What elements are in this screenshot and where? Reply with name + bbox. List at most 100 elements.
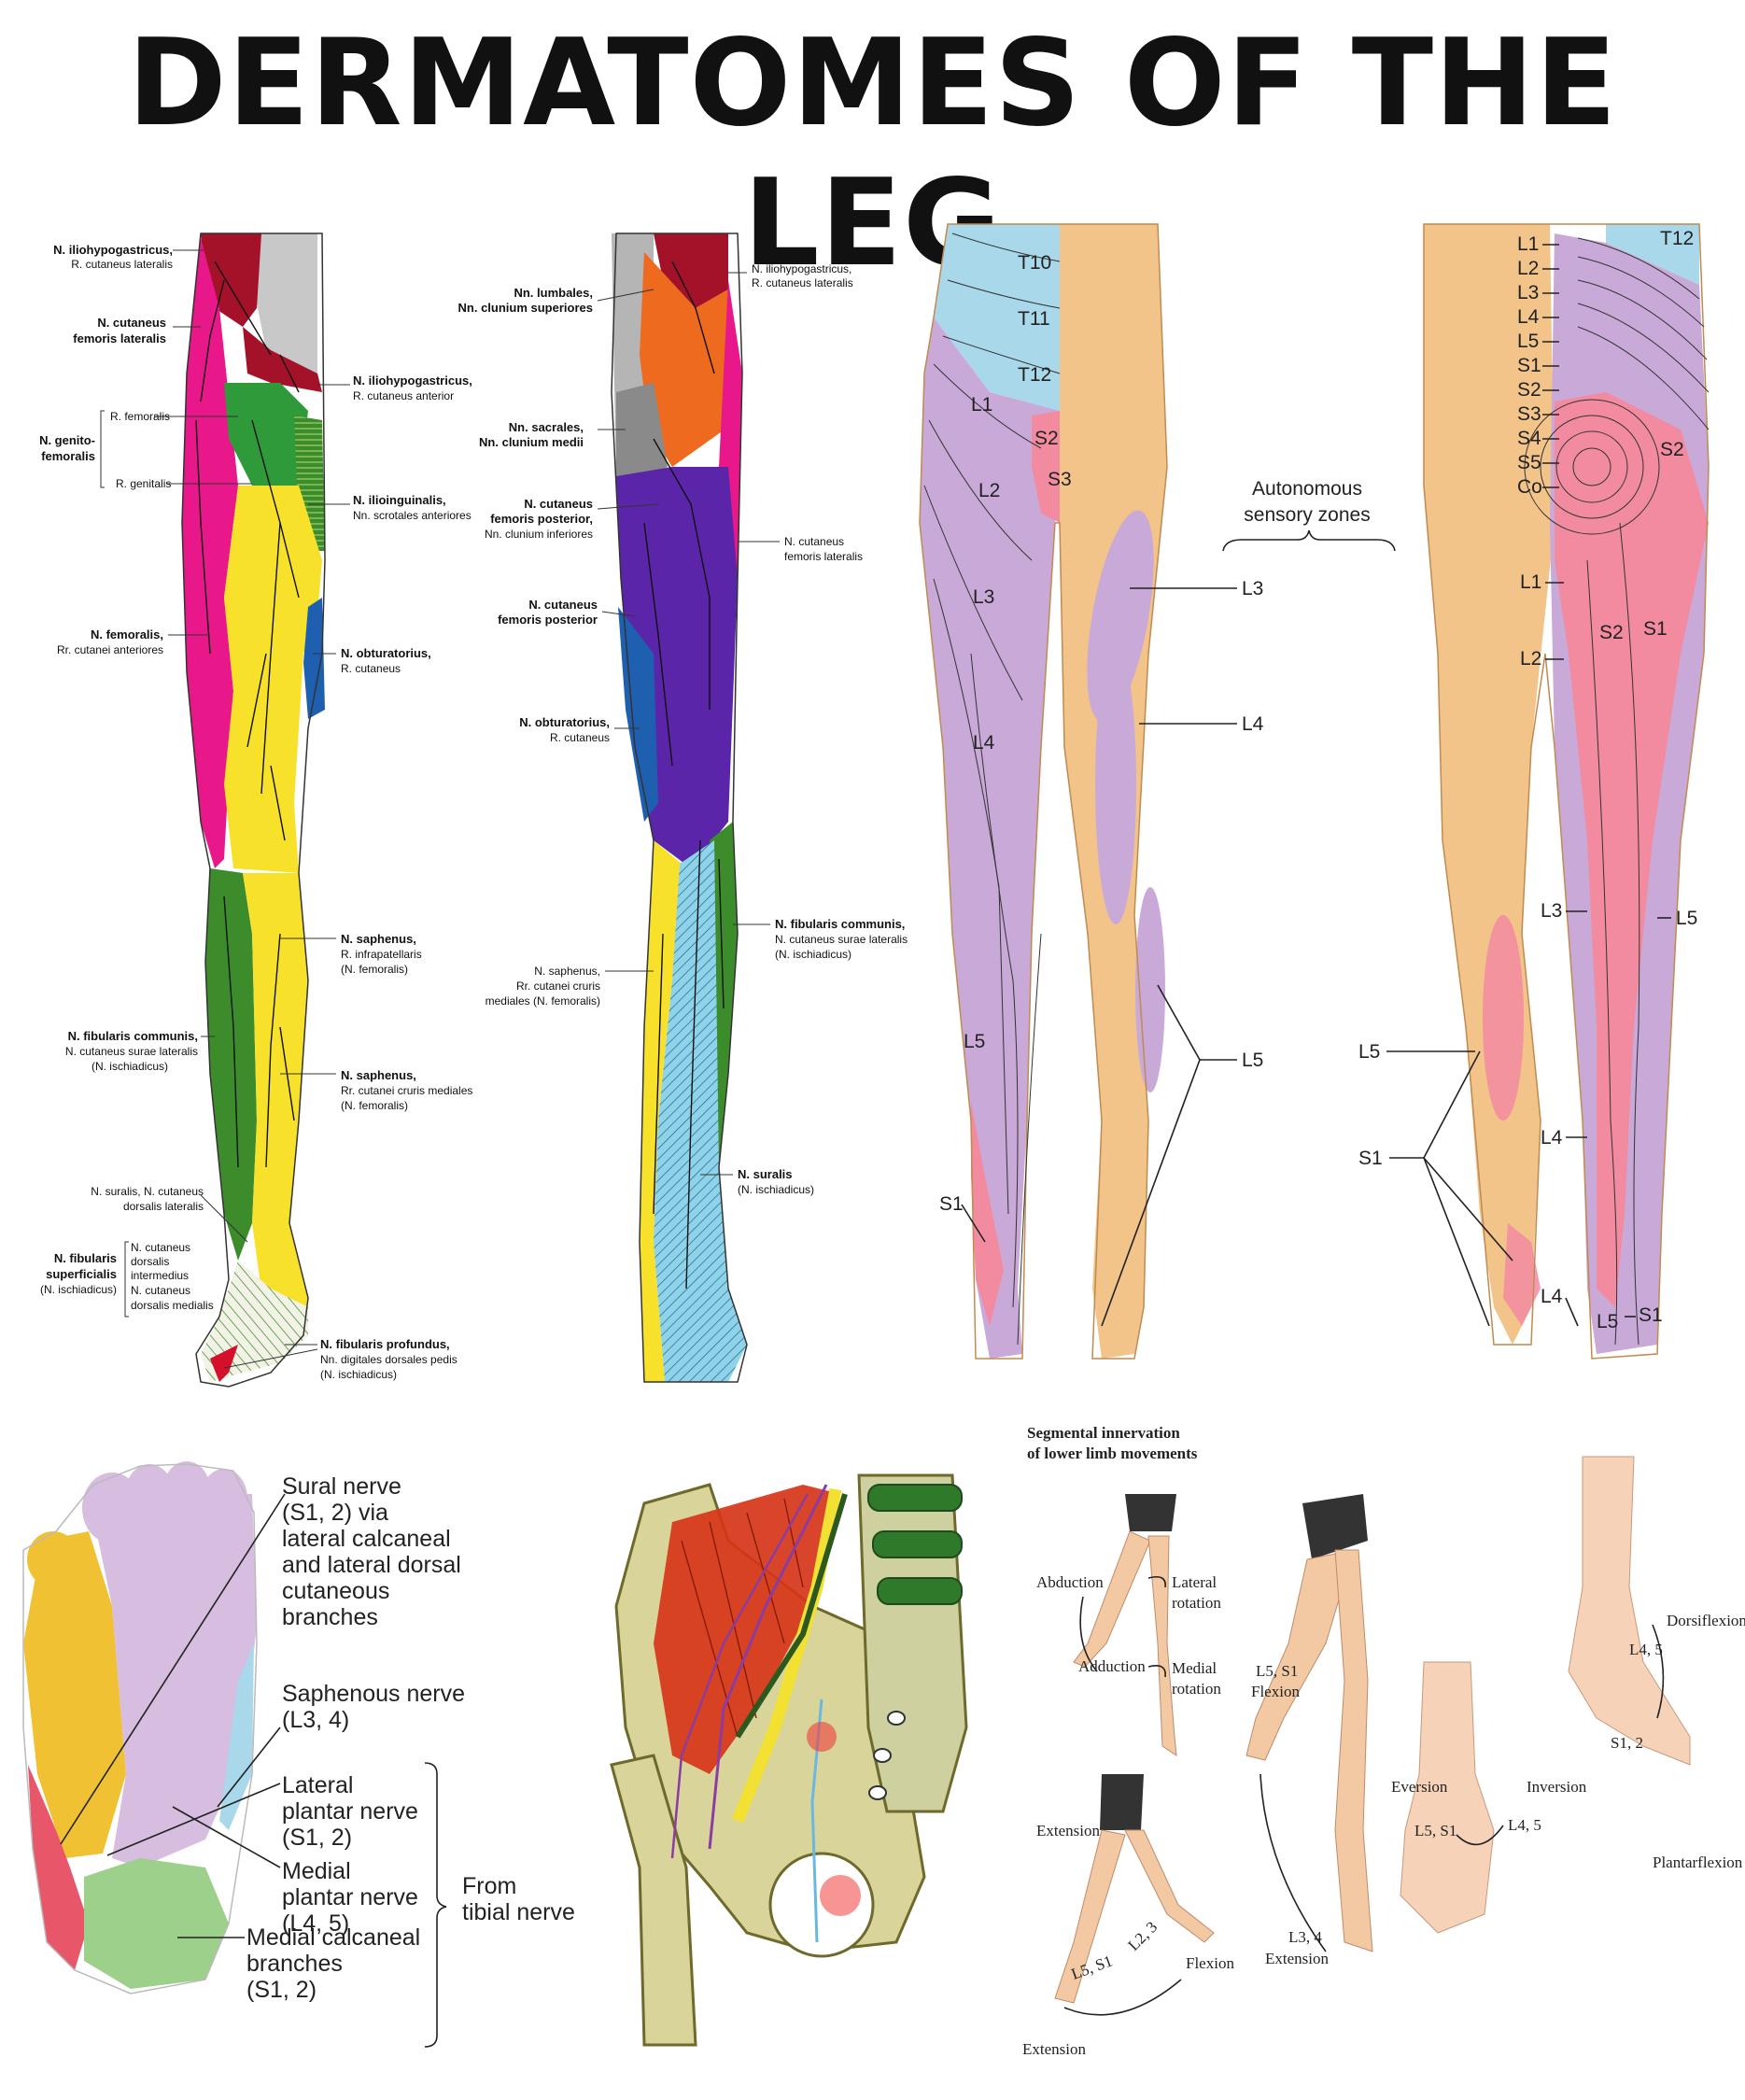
green-genitofemoral [224,383,308,486]
svg-text:lateral calcaneal: lateral calcaneal [282,1526,451,1552]
svg-text:Nn. clunium superiores: Nn. clunium superiores [458,301,593,315]
svg-text:femoris posterior,: femoris posterior, [490,512,593,526]
svg-text:Extension: Extension [1265,1950,1329,1967]
purple-nerve [708,1484,828,1850]
svg-text:L1: L1 [1520,571,1541,593]
svg-text:(N. femoralis): (N. femoralis) [341,1099,408,1112]
svg-text:L2: L2 [978,480,1000,501]
svg-text:L4: L4 [1541,1286,1563,1307]
spine [857,1473,968,1813]
svg-text:Dorsiflexion: Dorsiflexion [1667,1612,1745,1629]
svg-text:N. cutaneus surae lateralis: N. cutaneus surae lateralis [65,1045,198,1058]
zone-back-l5 [1483,915,1524,1120]
svg-text:R. cutaneus lateralis: R. cutaneus lateralis [752,276,853,289]
zone-label-l5: L5 [1242,1050,1263,1071]
svg-text:L4: L4 [973,732,995,754]
svg-text:L3: L3 [1541,900,1562,922]
green-fibular [205,868,257,1261]
svg-text:intermedius: intermedius [131,1269,189,1282]
svg-text:Inversion: Inversion [1527,1778,1587,1796]
label-post-iliohypogastricus: N. iliohypogastricus, [752,262,851,275]
svg-text:plantar nerve: plantar nerve [282,1884,418,1910]
svg-text:S1: S1 [939,1193,964,1215]
label-obturatorius: N. obturatorius, [341,646,431,660]
svg-text:L1: L1 [971,394,992,416]
label-iliohypogastricus-lat: N. iliohypogastricus, [53,243,173,257]
label-medial-calcaneal: Medial calcaneal [246,1924,420,1951]
svg-text:L4, 5: L4, 5 [1629,1641,1663,1658]
svg-text:L1: L1 [1517,233,1539,255]
svg-text:superficialis: superficialis [46,1267,117,1281]
label-saphenous: Saphenous nerve [282,1681,465,1707]
svg-text:femoris lateralis: femoris lateralis [784,550,863,563]
label-from-tibial: From [462,1873,516,1899]
svg-text:R. cutaneus: R. cutaneus [341,662,401,675]
label-sacrales: Nn. sacrales, [509,420,584,434]
label-fibularis-profundus: N. fibularis profundus, [320,1337,450,1351]
svg-text:Adduction: Adduction [1078,1657,1146,1675]
svg-text:S3: S3 [1048,469,1072,490]
svg-text:L5: L5 [1597,1311,1618,1332]
front-outline [919,223,1168,1360]
hatched-suralis [654,840,747,1382]
hip-extension-figure: Extension Flexion L5, S1 L2, 3 Extension [1022,1774,1234,2058]
svg-text:L5: L5 [1676,908,1697,929]
movements-heading: Segmental innervation [1027,1424,1180,1442]
zone-label-l4: L4 [1242,713,1264,735]
nerve-branches [195,261,300,1168]
label-fibularis-superficialis: N. fibularis [54,1251,117,1265]
sole-green [84,1858,229,1989]
svg-text:R. cutaneus lateralis: R. cutaneus lateralis [71,258,173,271]
svg-text:S3: S3 [1517,403,1541,425]
svg-text:of lower limb movements: of lower limb movements [1027,1445,1198,1462]
svg-text:S2: S2 [1517,379,1541,401]
svg-text:(N. ischiadicus): (N. ischiadicus) [40,1283,117,1296]
svg-text:rotation: rotation [1172,1680,1221,1698]
posterior-nerve-map [611,233,748,1383]
svg-text:L3: L3 [973,586,994,608]
label-suralis-ant: N. suralis, N. cutaneus [91,1185,204,1198]
back-dermatome-figure: L1 L2 L3 L4 L5 S1 S2 S3 S4 S5 Co T12 S2 … [1358,223,1710,1360]
svg-text:L2: L2 [1517,258,1539,279]
svg-text:(N. ischiadicus): (N. ischiadicus) [320,1368,397,1381]
front-dermatome-figure: T10 T11 T12 L1 S2 S3 L2 L3 L4 L5 S1 L3 L… [919,223,1264,1360]
zone-l4 [1095,644,1136,924]
hip-abduction-figure: Abduction Adduction Lateral rotation Med… [1036,1494,1221,1757]
yellow-saphenus [243,873,308,1335]
back-pink-sacral [1555,392,1709,1307]
label-cutaneus-femoris-lat: N. cutaneus [97,316,166,330]
svg-text:Autonomous: Autonomous [1252,478,1362,500]
svg-text:femoris lateralis: femoris lateralis [73,331,166,345]
gray-sacral [616,383,668,486]
label-suralis: N. suralis [738,1167,793,1181]
svg-text:cutaneous: cutaneous [282,1578,389,1604]
label-saphenus-cruris: N. saphenus, [341,1068,416,1082]
sole-blue [219,1643,254,1830]
label-iliohypogastricus-ant: N. iliohypogastricus, [353,373,472,388]
orange-lumbales [640,252,738,467]
svg-text:L5, S1: L5, S1 [1256,1662,1298,1680]
svg-text:(L3, 4): (L3, 4) [282,1707,349,1733]
svg-text:and lateral dorsal: and lateral dorsal [282,1552,461,1578]
svg-text:branches: branches [246,1951,343,1977]
svg-text:S1: S1 [1639,1304,1663,1326]
svg-text:Abduction: Abduction [1036,1573,1104,1591]
zone-back-label-s1: S1 [1358,1148,1383,1169]
svg-text:dorsalis lateralis: dorsalis lateralis [123,1200,204,1213]
svg-text:Flexion: Flexion [1186,1954,1234,1972]
yellow-saphenus-post [640,840,682,1382]
label-femoralis: N. femoralis, [91,627,163,641]
svg-text:Plantarflexion: Plantarflexion [1653,1853,1743,1871]
svg-text:S2: S2 [1660,439,1684,460]
svg-text:N. cutaneus: N. cutaneus [131,1284,190,1297]
yellow-femoral [224,486,322,873]
front-pink-s1 [971,1102,1004,1326]
svg-text:R. cutaneus anterior: R. cutaneus anterior [353,389,454,402]
svg-text:dorsalis medialis: dorsalis medialis [131,1299,214,1312]
svg-text:(N. ischiadicus): (N. ischiadicus) [738,1183,814,1196]
svg-text:L5: L5 [1517,331,1539,352]
svg-text:Extension: Extension [1022,2040,1086,2058]
red-toe [210,1345,238,1382]
svg-text:Rr. cutanei cruris mediales: Rr. cutanei cruris mediales [341,1084,472,1097]
